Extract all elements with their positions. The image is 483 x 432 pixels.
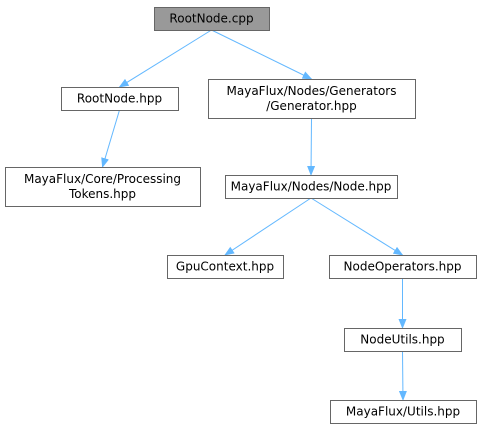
node-utils-hpp[interactable]: MayaFlux/Utils.hpp	[330, 400, 477, 424]
node-label: /Generator.hpp	[266, 99, 357, 113]
edge-nodeutils-hpp-to-utils-hpp	[398, 350, 407, 401]
node-box	[330, 400, 477, 424]
node-box	[344, 328, 462, 352]
node-box	[154, 7, 270, 31]
node-box	[208, 79, 416, 119]
edge-rootnode-cpp-to-rootnode-hpp	[118, 29, 212, 88]
edge-node-hpp-to-nodeoperators-hpp	[310, 197, 404, 256]
node-label: MayaFlux/Nodes/Generators	[227, 84, 397, 98]
node-box	[61, 87, 179, 111]
node-label: GpuContext.hpp	[176, 260, 274, 274]
node-box	[5, 167, 201, 207]
node-box	[329, 255, 477, 279]
node-node-hpp[interactable]: MayaFlux/Nodes/Node.hpp	[225, 175, 398, 199]
node-box	[167, 255, 284, 279]
node-rootnode-cpp[interactable]: RootNode.cpp	[154, 7, 270, 31]
edge-node-hpp-to-gpucontext-hpp	[224, 197, 312, 256]
node-box	[225, 175, 398, 199]
edge-generator-hpp-to-node-hpp	[307, 117, 316, 176]
node-label: MayaFlux/Nodes/Node.hpp	[231, 180, 392, 194]
node-rootnode-hpp[interactable]: RootNode.hpp	[61, 87, 179, 111]
node-label: MayaFlux/Core/Processing	[24, 172, 181, 186]
node-label: Tokens.hpp	[68, 187, 136, 201]
node-nodeutils-hpp[interactable]: NodeUtils.hpp	[344, 328, 462, 352]
edge-rootnode-hpp-to-processing-tokens-hpp	[101, 109, 120, 168]
node-label: RootNode.cpp	[169, 12, 253, 26]
edges-layer	[101, 29, 407, 401]
node-label: MayaFlux/Utils.hpp	[346, 405, 460, 419]
node-generator-hpp[interactable]: MayaFlux/Nodes/Generators/Generator.hpp	[208, 79, 416, 119]
node-label: NodeOperators.hpp	[344, 260, 462, 274]
node-label: RootNode.hpp	[77, 92, 162, 106]
node-label: NodeUtils.hpp	[360, 333, 444, 347]
node-gpucontext-hpp[interactable]: GpuContext.hpp	[167, 255, 284, 279]
edge-rootnode-cpp-to-generator-hpp	[211, 29, 313, 80]
node-nodeoperators-hpp[interactable]: NodeOperators.hpp	[329, 255, 477, 279]
